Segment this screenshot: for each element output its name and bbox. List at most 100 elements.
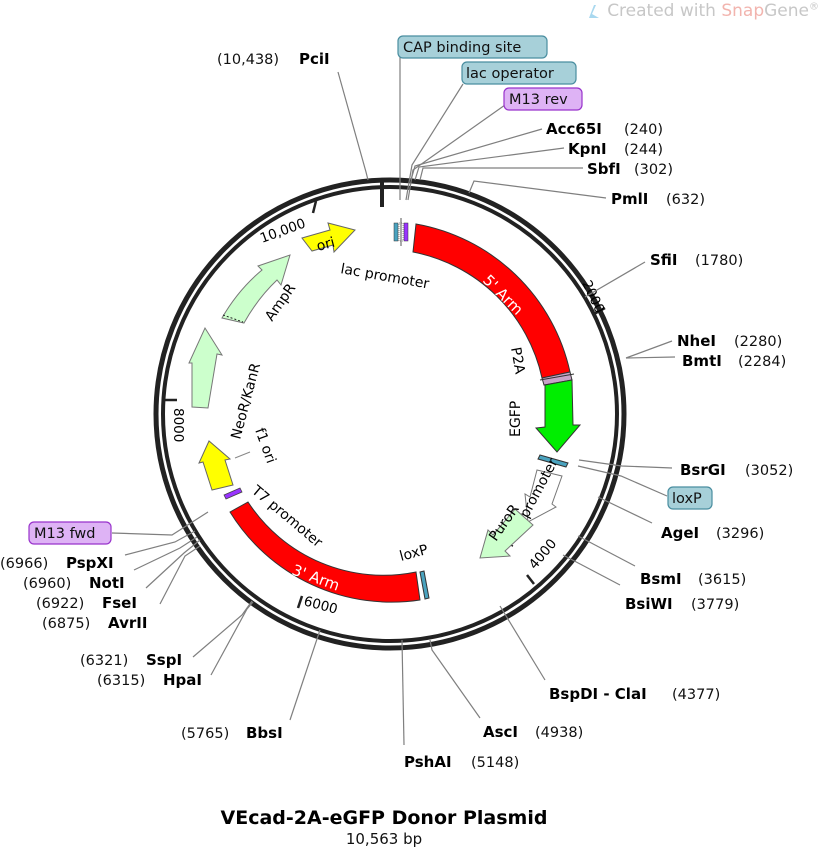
site-pshai[interactable]: PshAI (5148) [404,753,519,771]
site-pos: (6960) [23,576,71,592]
leader-hpai [210,601,254,676]
site-acc65i[interactable]: Acc65I (240) [546,120,663,138]
box-label-m13-rev: M13 rev [509,92,568,108]
tick-label-6000: 6000 [302,593,339,617]
feature-3-arm[interactable] [229,501,421,603]
leader-sbfi [419,167,583,181]
site-enzyme: AscI [483,723,518,741]
plasmid-title: VEcad-2A-eGFP Donor Plasmid [221,807,548,829]
site-enzyme: PmlI [611,190,648,208]
site-agei[interactable]: AgeI (3296) [661,524,764,542]
site-enzyme: SfiI [650,251,678,269]
site-noti[interactable]: (6960) NotI [23,574,125,592]
site-enzyme: KpnI [568,140,607,158]
features: 5' Arm P2A EGFP PGK promoter PuroR loxP … [188,218,582,603]
site-sbfi[interactable]: SbfI (302) [587,160,673,178]
leader-bsrgi [578,459,673,469]
site-enzyme: AvrII [108,614,147,632]
leader-asci [429,639,481,719]
site-pos: (244) [624,142,663,158]
feature-neor-kanr[interactable] [188,326,224,409]
feature-pgk-promoter[interactable] [524,469,563,523]
feature-loxp-2[interactable] [419,570,430,600]
leader-pspxi [124,530,196,556]
box-loxp[interactable] [667,486,713,510]
site-fsei[interactable]: (6922) FseI [36,594,137,612]
site-sfii[interactable]: SfiI (1780) [650,251,743,269]
leader-nhei [625,340,673,359]
backbone [153,177,627,651]
tick-10000 [311,200,318,214]
tick-label-10000: 10,000 [258,216,308,247]
site-pos: (3296) [716,526,764,542]
leader-m13-rev [407,104,506,201]
site-bsiwi[interactable]: BsiWI (3779) [625,595,739,613]
site-pcii[interactable]: (10,438) PciI [217,50,330,68]
site-pos: (3052) [745,463,793,479]
site-enzyme: NheI [677,332,716,350]
feature-ampr[interactable] [221,254,291,324]
feature-t7-promoter[interactable] [223,487,243,500]
feature-puror[interactable] [479,508,534,559]
p2a-boundary [539,373,575,381]
site-hpai[interactable]: (6315) HpaI [97,671,202,689]
site-pos: (10,438) [217,52,279,68]
leader-avrii [159,545,201,605]
site-sspi[interactable]: (6321) SspI [80,651,182,669]
site-pos: (240) [624,122,663,138]
site-nhei[interactable]: NheI (2280) [677,332,782,350]
site-bmti[interactable]: BmtI (2284) [682,352,786,370]
leader-noti [133,536,198,571]
leader-bspdi-clai [499,605,546,681]
feature-loxp-1[interactable] [537,454,569,468]
site-pspxi[interactable]: (6966) PspXI [0,554,114,572]
box-label-loxp: loxP [672,491,702,507]
feature-egfp[interactable] [534,379,582,453]
backbone-outer-ring [153,177,627,651]
site-bsrgi[interactable]: BsrGI (3052) [680,461,793,479]
site-kpni[interactable]: KpnI (244) [568,140,663,158]
site-enzyme: Acc65I [546,120,602,138]
box-label-cap-binding-site: CAP binding site [403,40,521,56]
site-enzyme: SbfI [587,160,621,178]
feature-f1-ori[interactable] [198,440,234,491]
leader-m13-fwd [111,511,209,536]
leader-pcii [337,71,369,181]
feature-ori[interactable] [301,222,356,254]
leader-lac-operator [405,83,464,201]
feature-label-ori: ori [315,235,337,255]
boxed-labels: CAP binding site lac operator M13 rev lo… [28,35,713,545]
watermark: Created with SnapGene® [587,0,819,22]
site-enzyme: NotI [89,574,125,592]
box-cap-binding-site[interactable] [397,35,548,59]
site-asci[interactable]: AscI (4938) [483,723,583,741]
box-lac-operator[interactable] [461,61,577,85]
leader-sspi [192,600,253,658]
site-enzyme: BspDI - ClaI [549,685,647,703]
site-bsmi[interactable]: BsmI (3615) [640,570,746,588]
feature-lac-promoter[interactable] [393,218,409,246]
site-bbsi[interactable]: (5765) BbsI [181,724,283,742]
site-enzyme: BbsI [246,724,283,742]
site-avrii[interactable]: (6875) AvrII [42,614,147,632]
leader-bmti [625,356,676,359]
leader-bsiwi [562,554,621,586]
site-pos: (6321) [80,653,128,669]
site-bspdi-clai[interactable]: BspDI - ClaI (4377) [549,685,720,703]
restriction-leaders [111,57,676,746]
box-m13-fwd[interactable] [28,521,112,545]
leader-loxp-box [577,465,668,497]
site-pos: (4377) [672,687,720,703]
site-pos: (2284) [738,354,786,370]
tick-label-8000: 8000 [170,408,186,442]
leader-fsei [145,539,201,589]
leader-pshai [401,639,405,746]
site-enzyme: PshAI [404,753,452,771]
box-m13-rev[interactable] [503,87,583,111]
leader-bbsi [289,629,321,721]
site-pmli[interactable]: PmlI (632) [611,190,705,208]
site-pos: (3779) [691,597,739,613]
tick-marks: 10,000 2000 4000 6000 8000 [163,200,607,618]
site-enzyme: BsmI [640,570,682,588]
